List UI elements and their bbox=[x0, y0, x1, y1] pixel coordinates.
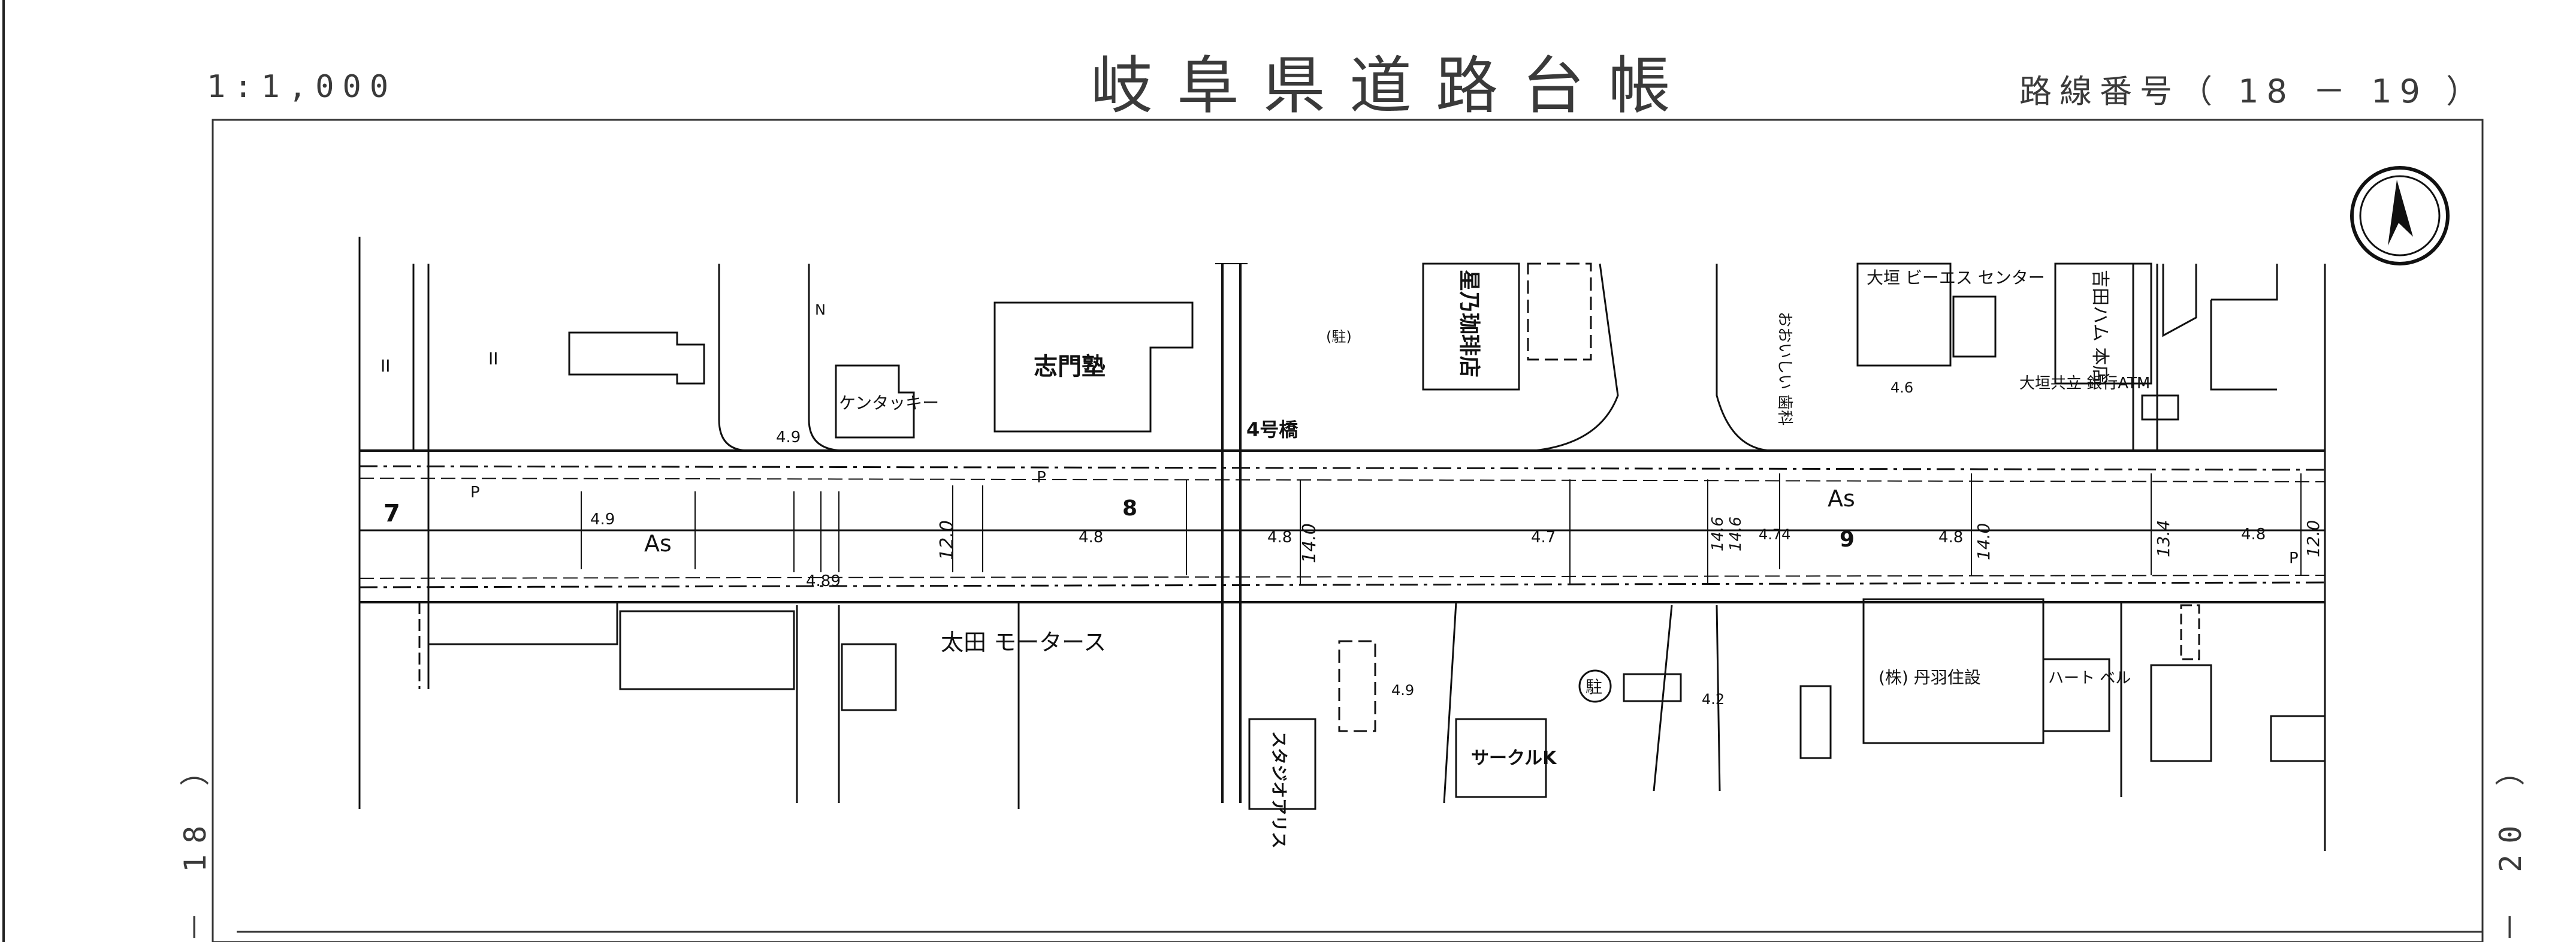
route-number: 路線番号（ 18 － 19 ） bbox=[2019, 73, 2487, 110]
building-ogaki-bs: 大垣 ビーエス センター bbox=[1867, 268, 2045, 288]
map-frame bbox=[212, 119, 2484, 942]
spot-12: 4.2 bbox=[1702, 691, 1725, 708]
marker-p-3: P bbox=[2289, 550, 2299, 567]
building-ota-motors: 太田 モータース bbox=[941, 629, 1106, 656]
scale-label: 1:1,000 bbox=[207, 69, 397, 105]
building-niwa: (株) 丹羽住設 bbox=[1879, 668, 1981, 687]
marker-p-1: P bbox=[470, 484, 480, 502]
width-4: 14.6 bbox=[1727, 517, 1745, 551]
spot-3: 4.8 bbox=[1079, 529, 1103, 547]
width-dimension-lines bbox=[581, 473, 2302, 584]
bridge-label: 4号橋 bbox=[1246, 418, 1298, 441]
width-5: 14.0 bbox=[1974, 523, 1994, 560]
spot-8: 4.8 bbox=[1938, 529, 1963, 547]
marker-p-2: P bbox=[1037, 469, 1046, 487]
width-7: 12.0 bbox=[2303, 520, 2323, 557]
station-9: 9 bbox=[1840, 527, 1855, 552]
pavement-as-2: As bbox=[1828, 485, 1855, 512]
width-2: 14.0 bbox=[1299, 523, 1320, 563]
building-circle-k: サークルK bbox=[1471, 748, 1557, 769]
spot-2: 4.9 bbox=[590, 511, 615, 529]
parking-label-1: (駐) bbox=[1326, 328, 1352, 345]
spot-9: 4.8 bbox=[2241, 526, 2266, 544]
building-kentucky: ケンタッキー bbox=[839, 393, 939, 413]
building-shimon: 志門塾 bbox=[1034, 353, 1106, 381]
spot-1: 4.9 bbox=[776, 428, 801, 446]
building-studio-alice: スタジオアリス bbox=[1269, 731, 1289, 849]
station-7: 7 bbox=[383, 500, 400, 527]
building-outlines bbox=[428, 262, 2326, 810]
north-arrow-icon bbox=[2350, 166, 2450, 265]
hatch-mark-1: II bbox=[380, 356, 391, 376]
parking-icon bbox=[1578, 669, 1612, 703]
spot-5: 4.8 bbox=[1267, 529, 1292, 547]
building-hoshino: 星乃珈琲店 bbox=[1457, 270, 1481, 378]
station-8: 8 bbox=[1122, 496, 1137, 521]
sheet-title: 岐阜県道路台帳 bbox=[1091, 49, 1695, 122]
spot-4: 4.89 bbox=[806, 572, 841, 590]
building-yoshida-ham: 吉田ハム 本店 bbox=[2089, 270, 2110, 384]
parking-label-2: 駐 bbox=[1586, 677, 1602, 697]
building-heart-bell: ハート ベル bbox=[2048, 669, 2131, 687]
spot-10: 4.6 bbox=[1891, 379, 1913, 396]
building-atm: 大垣共立 銀行ATM bbox=[2019, 375, 2150, 393]
building-oishii: おおいしい 歯科 bbox=[1775, 312, 1793, 425]
spot-7: 4.74 bbox=[1759, 526, 1790, 543]
side-streets bbox=[358, 237, 2326, 851]
spot-6: 4.7 bbox=[1531, 529, 1556, 547]
bridge-4 bbox=[1215, 263, 1248, 803]
road-edges bbox=[359, 449, 2326, 603]
spot-11: 4.9 bbox=[1391, 682, 1414, 699]
width-6: 13.4 bbox=[2154, 520, 2173, 557]
width-3: 14.6 bbox=[1709, 517, 1727, 551]
north-marker: N bbox=[815, 301, 826, 318]
pavement-as-1: As bbox=[644, 530, 672, 557]
width-1: 12.0 bbox=[937, 520, 958, 560]
hatch-mark-2: II bbox=[488, 349, 499, 369]
